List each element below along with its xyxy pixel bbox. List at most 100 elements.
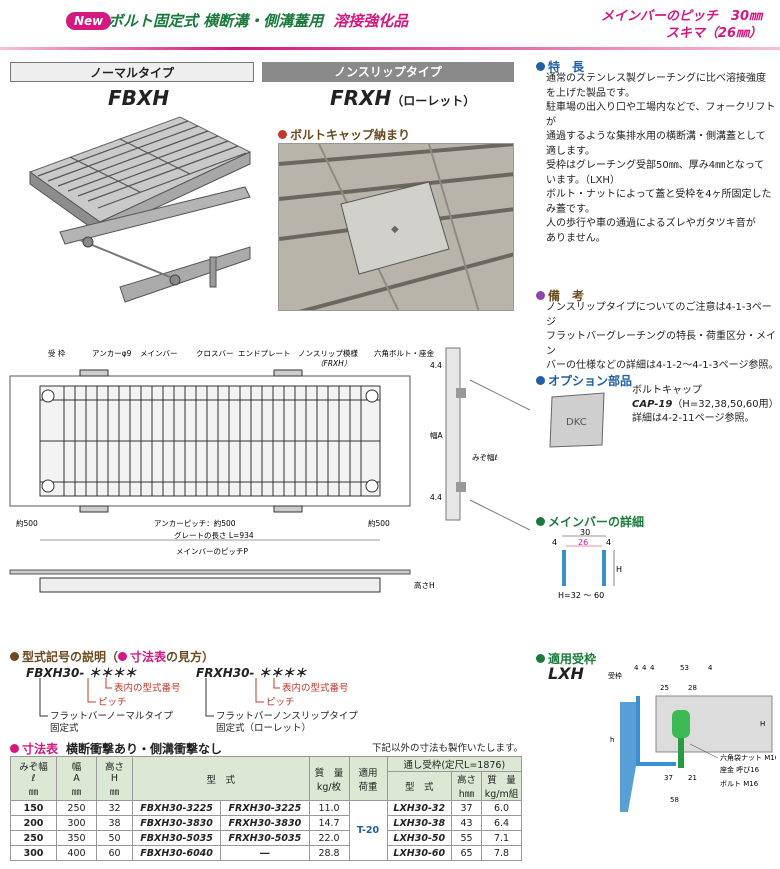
bullet-icon (536, 291, 545, 300)
cell-model-nonslip: FRXH30-3830 (220, 815, 310, 831)
explanation-sub: （ (106, 650, 119, 664)
cell-taka: 38 (96, 815, 133, 831)
bolt-cap-icon: DKC (549, 392, 605, 448)
frame-d7: 28 (688, 684, 697, 692)
cell-mizo: 150 (10, 800, 57, 816)
cell-mass: 28.8 (308, 845, 350, 861)
lbl-length: グレートの長さ L=934 (174, 530, 254, 540)
cell-model-normal: FBXH30-3830 (131, 815, 222, 831)
th-fmass-2: kg/m組 (484, 789, 519, 800)
mainbar-title-text: メインバーの詳細 (548, 515, 645, 529)
frame-label-uke: 受枠 (608, 671, 622, 680)
th-mass: 質 量 kg/枚 (308, 756, 350, 801)
mainbar-svg: 30 26 4 4 H H=32 ～ 60 (552, 528, 622, 600)
frame-d5: 4 (708, 664, 713, 672)
mainbar-diagram: 30 26 4 4 H H=32 ～ 60 (548, 528, 658, 602)
cell-mass: 11.0 (308, 800, 350, 816)
cell-mizo: 250 (10, 830, 57, 846)
bullet-icon (10, 744, 19, 753)
option-name: ボルトキャップ (632, 385, 702, 396)
l-flat: フラットバーノーマルタイプ (50, 711, 173, 722)
header-divider (0, 47, 780, 50)
bullet-icon (10, 652, 19, 661)
explanation-sub-accent-wrap: 寸法表 (118, 650, 166, 664)
frame-d4: 53 (680, 664, 689, 672)
th-haba-3: ㎜ (71, 787, 82, 798)
frame-d8: 37 (664, 774, 673, 782)
title-accent: 溶接強化品 (333, 12, 409, 30)
cap-photo: DKC (546, 389, 608, 451)
option-model: CAP-19 (632, 399, 673, 410)
feature-line: 人の歩行や車の通過によるズレやガタツキ音が (546, 218, 756, 229)
table-subtitle: 横断衝撃あり・側溝衝撃なし (66, 742, 223, 756)
th-load-2: 荷重 (358, 781, 378, 793)
lbl-width: 幅A (430, 430, 443, 440)
notes-body: ノンスリップタイプについてのご注意は4-1-3ページフラットバーグレーチングの特… (546, 301, 780, 374)
bolt-cap-photo: ◆ (278, 143, 514, 311)
th-taka-3: ㎜ (109, 787, 120, 798)
nonslip-model: FRXH (330, 86, 392, 110)
notes-title-text: 備 考 (548, 289, 585, 303)
frame-label-h: H (760, 720, 765, 728)
frame-title-text: 適用受枠 (548, 652, 597, 666)
bolt-cap-caption: ボルトキャップ納まり (278, 126, 410, 143)
th-mass-2: kg/枚 (316, 781, 342, 793)
th-mizo-1: みぞ幅 (19, 762, 48, 773)
dim-26: 26 (578, 538, 588, 547)
lbl-mainbar: メインバー (140, 349, 178, 358)
mainbar-title: メインバーの詳細 (536, 513, 644, 530)
dim-4b: 4 (606, 538, 611, 547)
r-table: 表内の型式番号 (282, 683, 349, 694)
th-haba-1: 幅 (71, 762, 82, 773)
cell-mizo: 200 (10, 815, 57, 831)
th-fh-2: h㎜ (458, 789, 475, 800)
lbl-anchor: アンカーφ9 (92, 349, 132, 358)
cell-model-nonslip: ― (220, 845, 310, 861)
th-mass-1: 質 量 (314, 767, 344, 779)
frame-d3: 4 (650, 664, 655, 672)
cell-taka: 50 (96, 830, 133, 846)
th-model: 型 式 (132, 756, 310, 801)
l-table: 表内の型式番号 (114, 683, 181, 694)
th-fmass-1: 質 量 (487, 775, 516, 786)
drawing-svg: 受 枠 アンカーφ9 メインバー クロスバー エンドプレート ノンスリップ模様 … (9, 347, 531, 593)
dim-44b: 4.4 (430, 493, 442, 502)
cell-haba: 300 (56, 815, 97, 831)
frame-title: 適用受枠 (536, 650, 596, 667)
th-fmodel: 型 式 (386, 771, 453, 801)
lbl-height: 高さH (414, 580, 435, 590)
features-title-text: 特 長 (548, 60, 585, 74)
cell-frame-h: 55 (451, 830, 482, 846)
bullet-icon (118, 652, 128, 661)
table-title-text: 寸法表 (22, 742, 59, 756)
gap-line: スキマ（26㎜） (665, 26, 762, 41)
table-title: 寸法表横断衝撃あり・側溝衝撃なし (10, 740, 222, 757)
pitch-line: メインバーのピッチ 30㎜ (600, 9, 762, 24)
option-model-line: CAP-19（H=32,38,50,60用） (632, 398, 779, 413)
th-load-1: 適用 (358, 767, 378, 779)
th-mizo-3: ㎜ (28, 787, 39, 798)
feature-line: 受枠はグレーチング受部50㎜、厚み4㎜となって (546, 160, 765, 171)
feature-line: ボルト・ナットによって蓋と受枠を4ヶ所固定した (546, 189, 772, 200)
frame-diagram: 受枠 4 4 4 53 4 25 28 六角袋ナット M16 座金 呼び16 ボ… (580, 662, 780, 822)
cell-mass: 14.7 (308, 815, 350, 831)
grating-illustration (28, 116, 252, 303)
frame-d6: 25 (660, 684, 669, 692)
frame-d9: 21 (688, 774, 697, 782)
cell-frame-h: 37 (451, 800, 482, 816)
frame-label-washer: 座金 呼び16 (720, 765, 760, 774)
cell-frame-model: LXH30-32 (386, 800, 453, 816)
bolt-cap-illustration: ◆ (279, 144, 513, 310)
nonslip-type-label: ノンスリップタイプ (262, 62, 514, 82)
pitch-info: メインバーのピッチ 30㎜ スキマ（26㎜） (601, 8, 762, 42)
feature-line: み蓋です。 (546, 203, 595, 215)
th-haba-2: A (73, 773, 80, 784)
explanation-title-text: 型式記号の説明 (22, 650, 107, 664)
frame-d10: 58 (670, 796, 679, 804)
